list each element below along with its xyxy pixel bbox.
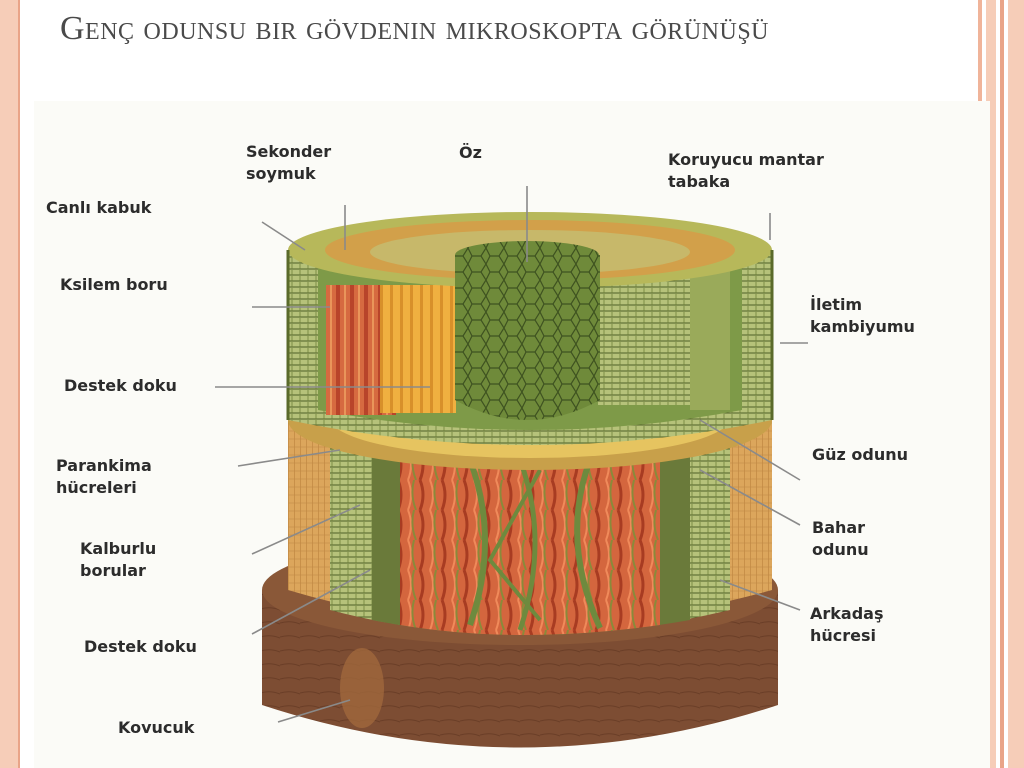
tan-cylinder bbox=[288, 420, 772, 635]
leader-lines bbox=[215, 186, 808, 723]
label-canli-kabuk: Canlı kabuk bbox=[46, 198, 152, 217]
label-koruyucu-mantar-tabaka: Koruyucu mantar tabaka bbox=[668, 150, 824, 191]
label-parankima-hucreleri: Parankima hücreleri bbox=[56, 456, 152, 497]
label-kovucuk: Kovucuk bbox=[118, 718, 195, 737]
label-ksilem-boru: Ksilem boru bbox=[60, 275, 168, 294]
label-guz-odunu: Güz odunu bbox=[812, 445, 909, 464]
label-arkadas-hucresi: Arkadaş hücresi bbox=[810, 604, 884, 645]
slide-title: Genç odunsu bir gövdenin mikroskopta gör… bbox=[60, 10, 769, 47]
upper-cylinder bbox=[288, 250, 772, 445]
label-sekonder-soymuk: Sekonder soymuk bbox=[246, 142, 332, 183]
label-destek-doku-1: Destek doku bbox=[64, 376, 177, 395]
label-destek-doku-2: Destek doku bbox=[84, 637, 197, 656]
label-iletim-kambiyumu: İletim kambiyumu bbox=[810, 295, 915, 336]
label-bahar-odunu: Bahar odunu bbox=[812, 518, 869, 559]
pith bbox=[455, 241, 600, 420]
label-oz: Öz bbox=[459, 143, 482, 162]
label-kalburlu-borular: Kalburlu borular bbox=[80, 539, 157, 580]
slide-frame-left bbox=[0, 0, 20, 768]
